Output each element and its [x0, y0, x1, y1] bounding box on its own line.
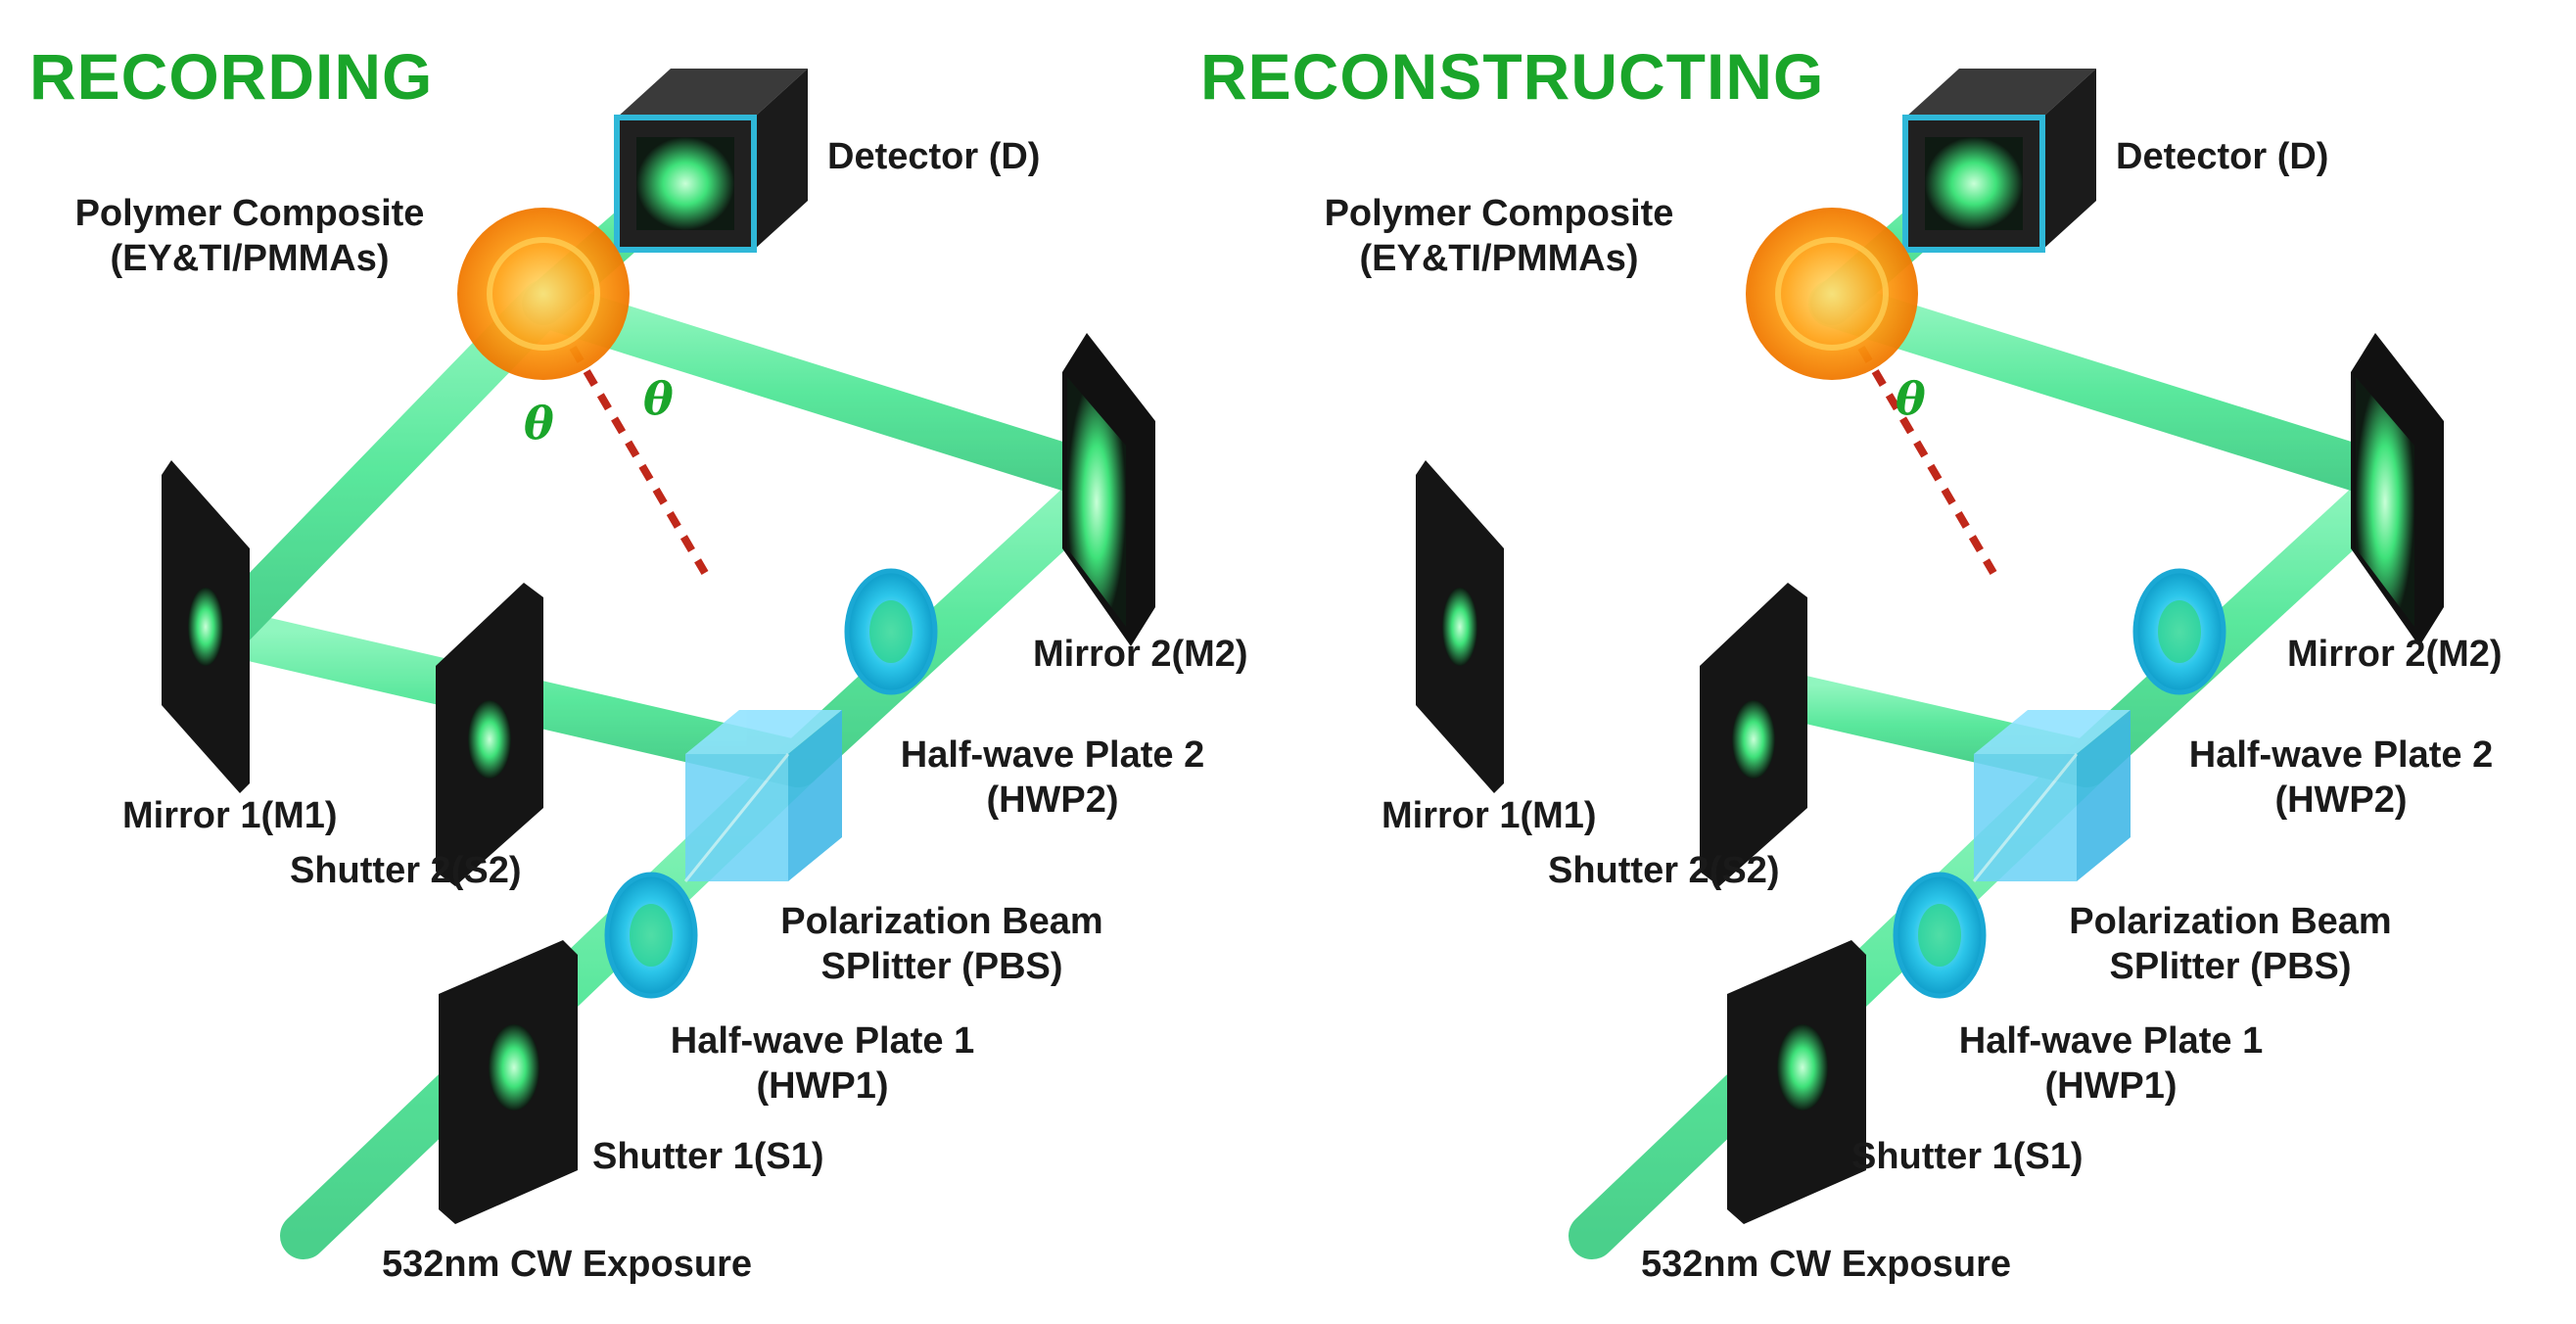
hwp2-label-line1: Half-wave Plate 2	[900, 734, 1205, 776]
beam-m2-to-polymer	[520, 280, 1130, 503]
incident-angle-1: θ	[524, 397, 554, 449]
reconstructing-panel: RECONSTRUCTING Detector (D) Polymer Comp…	[1200, 0, 2576, 1324]
polymer-composite-disc	[1746, 208, 1918, 380]
panel-title: RECORDING	[29, 40, 434, 113]
source-label: 532nm CW Exposure	[382, 1244, 752, 1285]
recording-panel: RECORDING Detector (D) Polymer Composite…	[29, 40, 1248, 1285]
mirror-2-label: Mirror 2(M2)	[2287, 634, 2503, 675]
polymer-label-line1: Polymer Composite	[1324, 193, 1674, 234]
polymer-label-line2: (EY&TI/PMMAs)	[1359, 238, 1639, 279]
hwp1-label: Half-wave Plate 1 (HWP1)	[1915, 1018, 2307, 1109]
mirror-1-label: Mirror 1(M1)	[122, 795, 338, 836]
shutter-2	[436, 583, 543, 886]
hwp1-label-line1: Half-wave Plate 1	[1958, 1020, 2264, 1062]
shutter-1	[1727, 940, 1866, 1224]
pbs-label-line2: SPlitter (PBS)	[820, 946, 1063, 987]
hwp2-label-line1: Half-wave Plate 2	[2188, 734, 2494, 776]
half-wave-plate-1	[1893, 872, 1987, 999]
reconstructing-setup-drawing	[1416, 69, 2444, 1259]
polymer-label-line1: Polymer Composite	[74, 193, 425, 234]
beam-pbs-to-m2	[774, 456, 1130, 787]
shutter-2-label: Shutter 2(S2)	[290, 850, 522, 891]
grating-normal-dashed	[569, 345, 709, 576]
hwp1-label: Half-wave Plate 1 (HWP1)	[627, 1018, 1018, 1109]
pbs-label: Polarization Beam SPlitter (PBS)	[2015, 899, 2446, 989]
hwp2-label-line2: (HWP2)	[2274, 780, 2408, 821]
pbs-label-line2: SPlitter (PBS)	[2109, 946, 2352, 987]
shutter-1	[439, 940, 578, 1224]
half-wave-plate-1	[604, 872, 698, 999]
detector-label: Detector (D)	[2116, 136, 2329, 177]
beam-m2-to-polymer	[1808, 280, 2418, 503]
polymer-label: Polymer Composite (EY&TI/PMMAs)	[39, 191, 460, 281]
hwp1-label-line2: (HWP1)	[756, 1065, 889, 1107]
hwp2-label-line2: (HWP2)	[986, 780, 1119, 821]
polarization-beam-splitter	[1972, 710, 2131, 882]
hwp2-label: Half-wave Plate 2 (HWP2)	[866, 733, 1239, 823]
detector-cube	[614, 69, 808, 253]
mirror-2	[2351, 333, 2444, 646]
polymer-label-line2: (EY&TI/PMMAs)	[110, 238, 390, 279]
shutter-2-label: Shutter 2(S2)	[1548, 850, 1780, 891]
hwp1-label-line2: (HWP1)	[2044, 1065, 2178, 1107]
beam-pbs-to-m2	[2063, 456, 2418, 787]
half-wave-plate-2	[844, 568, 938, 695]
polarization-beam-splitter	[683, 710, 842, 882]
incident-angle: θ	[1896, 372, 1926, 425]
detector-label: Detector (D)	[827, 136, 1041, 177]
panel-title: RECONSTRUCTING	[1200, 40, 1825, 113]
hwp1-label-line1: Half-wave Plate 1	[670, 1020, 975, 1062]
mirror-2	[1062, 333, 1155, 646]
incident-angle-2: θ	[643, 372, 674, 425]
source-label: 532nm CW Exposure	[1641, 1244, 2011, 1285]
polymer-composite-disc	[457, 208, 630, 380]
mirror-1-label: Mirror 1(M1)	[1382, 795, 1597, 836]
recording-setup-drawing	[162, 69, 1155, 1259]
polymer-label: Polymer Composite (EY&TI/PMMAs)	[1288, 191, 1710, 281]
mirror-1	[1416, 460, 1504, 793]
grating-normal-dashed	[1857, 345, 1997, 576]
shutter-1-label: Shutter 1(S1)	[592, 1136, 824, 1177]
mirror-2-label: Mirror 2(M2)	[1033, 634, 1248, 675]
pbs-label: Polarization Beam SPlitter (PBS)	[726, 899, 1157, 989]
mirror-1	[162, 460, 250, 793]
shutter-1-label: Shutter 1(S1)	[1851, 1136, 2084, 1177]
pbs-label-line1: Polarization Beam	[2069, 901, 2392, 942]
half-wave-plate-2	[2132, 568, 2226, 695]
hwp2-label: Half-wave Plate 2 (HWP2)	[2155, 733, 2527, 823]
shutter-2	[1700, 583, 1807, 886]
detector-cube	[1902, 69, 2096, 253]
pbs-label-line1: Polarization Beam	[780, 901, 1103, 942]
